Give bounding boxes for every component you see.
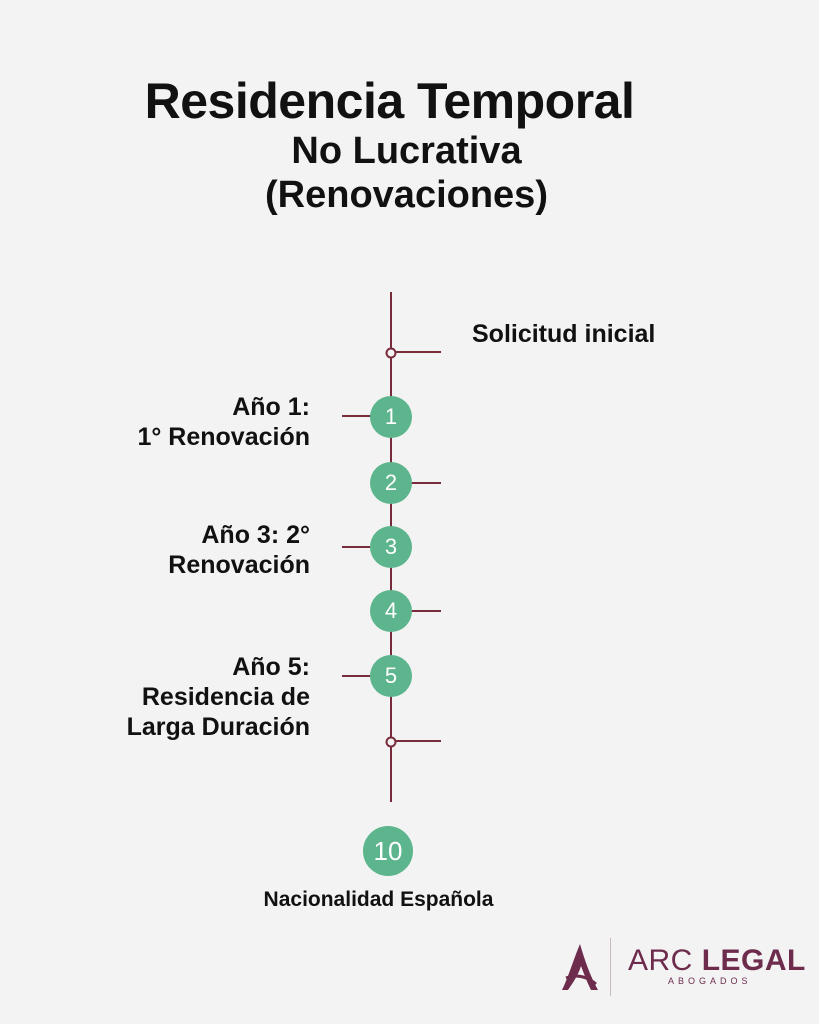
step-3-circle: 3: [370, 526, 412, 568]
step-1-circle: 1: [370, 396, 412, 438]
step-3-label-line-2: Renovación: [168, 551, 310, 579]
step-5-label-line-3: Larga Duración: [126, 713, 310, 741]
page-subtitle-2: (Renovaciones): [265, 174, 548, 216]
logo-legal: LEGAL: [701, 944, 806, 977]
step-3-label-line-1: Año 3: 2°: [201, 521, 310, 549]
page-title: Residencia Temporal: [144, 73, 635, 129]
step-2-circle: 2: [370, 462, 412, 504]
start-label: Solicitud inicial: [472, 320, 656, 348]
logo-mark-icon: [562, 944, 598, 990]
step-3-label: Año 3: 2° Renovación: [10, 520, 310, 580]
final-step-label: Nacionalidad Española: [263, 888, 494, 911]
step-5-label: Año 5: Residencia de Larga Duración: [10, 652, 310, 742]
step-1-label: Año 1: 1° Renovación: [10, 392, 310, 452]
step-5-circle: 5: [370, 655, 412, 697]
final-step-circle: 10: [363, 826, 413, 876]
step-1-label-line-2: 1° Renovación: [137, 423, 310, 451]
logo-divider: [610, 938, 611, 996]
logo-subtitle: ABOGADOS: [668, 976, 752, 986]
step-4-circle: 4: [370, 590, 412, 632]
start-node: [385, 347, 397, 359]
step-5-label-line-2: Residencia de: [141, 683, 310, 711]
step-1-label-line-1: Año 1:: [232, 393, 310, 421]
step-5-label-line-1: Año 5:: [232, 653, 310, 681]
logo-arc: ARC: [628, 944, 693, 977]
end-node: [385, 736, 397, 748]
logo-wordmark: ARC LEGAL: [628, 944, 806, 978]
page-subtitle-1: No Lucrativa: [291, 130, 522, 172]
